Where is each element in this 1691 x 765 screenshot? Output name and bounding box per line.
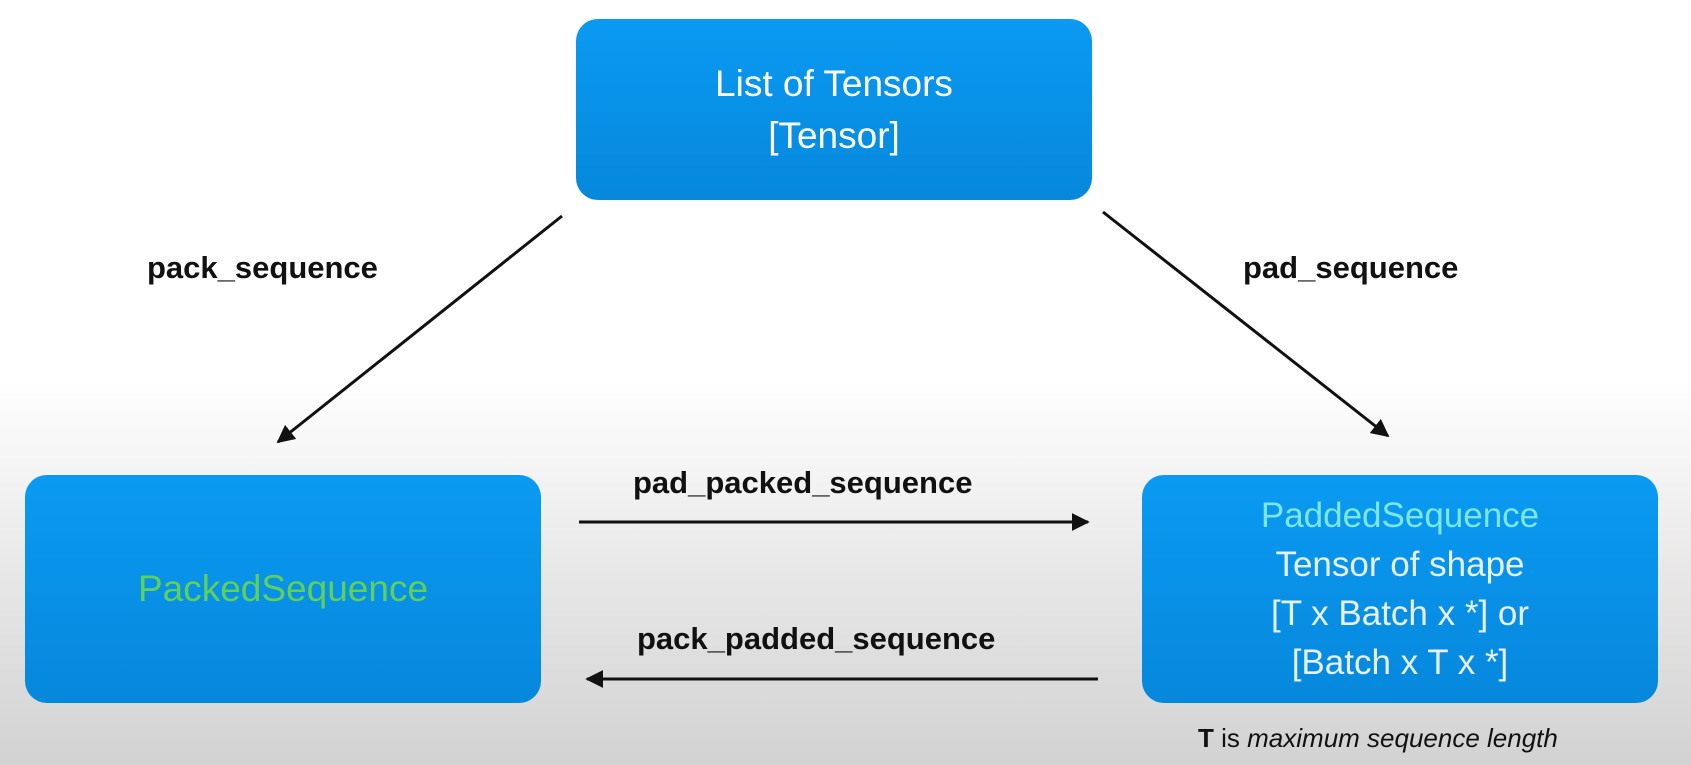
list-of-tensors-box: List of Tensors [Tensor] bbox=[576, 19, 1092, 200]
footnote-description: maximum sequence length bbox=[1247, 723, 1558, 753]
pack-sequence-label: pack_sequence bbox=[147, 250, 378, 285]
tensor-shape-label: Tensor of shape bbox=[1275, 545, 1525, 584]
shape-option-2: [Batch x T x *] bbox=[1291, 643, 1509, 682]
pack-padded-sequence-label: pack_padded_sequence bbox=[637, 621, 996, 656]
packed-sequence-title: PackedSequence bbox=[137, 568, 429, 609]
pad-packed-sequence-label: pad_packed_sequence bbox=[633, 465, 973, 500]
footnote: T is maximum sequence length bbox=[1198, 723, 1558, 754]
padded-sequence-box: PaddedSequence Tensor of shape [T x Batc… bbox=[1142, 475, 1658, 703]
list-of-tensors-title: List of Tensors bbox=[715, 62, 953, 104]
tensor-type-label: [Tensor] bbox=[768, 114, 900, 156]
footnote-t: T bbox=[1198, 723, 1214, 753]
footnote-is: is bbox=[1221, 723, 1240, 753]
arrow-pad-sequence bbox=[1102, 210, 1390, 438]
arrow-pack-sequence bbox=[276, 214, 563, 444]
padded-sequence-title: PaddedSequence bbox=[1260, 496, 1540, 535]
pad-sequence-label: pad_sequence bbox=[1243, 250, 1459, 285]
shape-option-1: [T x Batch x *] or bbox=[1270, 594, 1530, 633]
packed-sequence-box: PackedSequence bbox=[25, 475, 541, 703]
